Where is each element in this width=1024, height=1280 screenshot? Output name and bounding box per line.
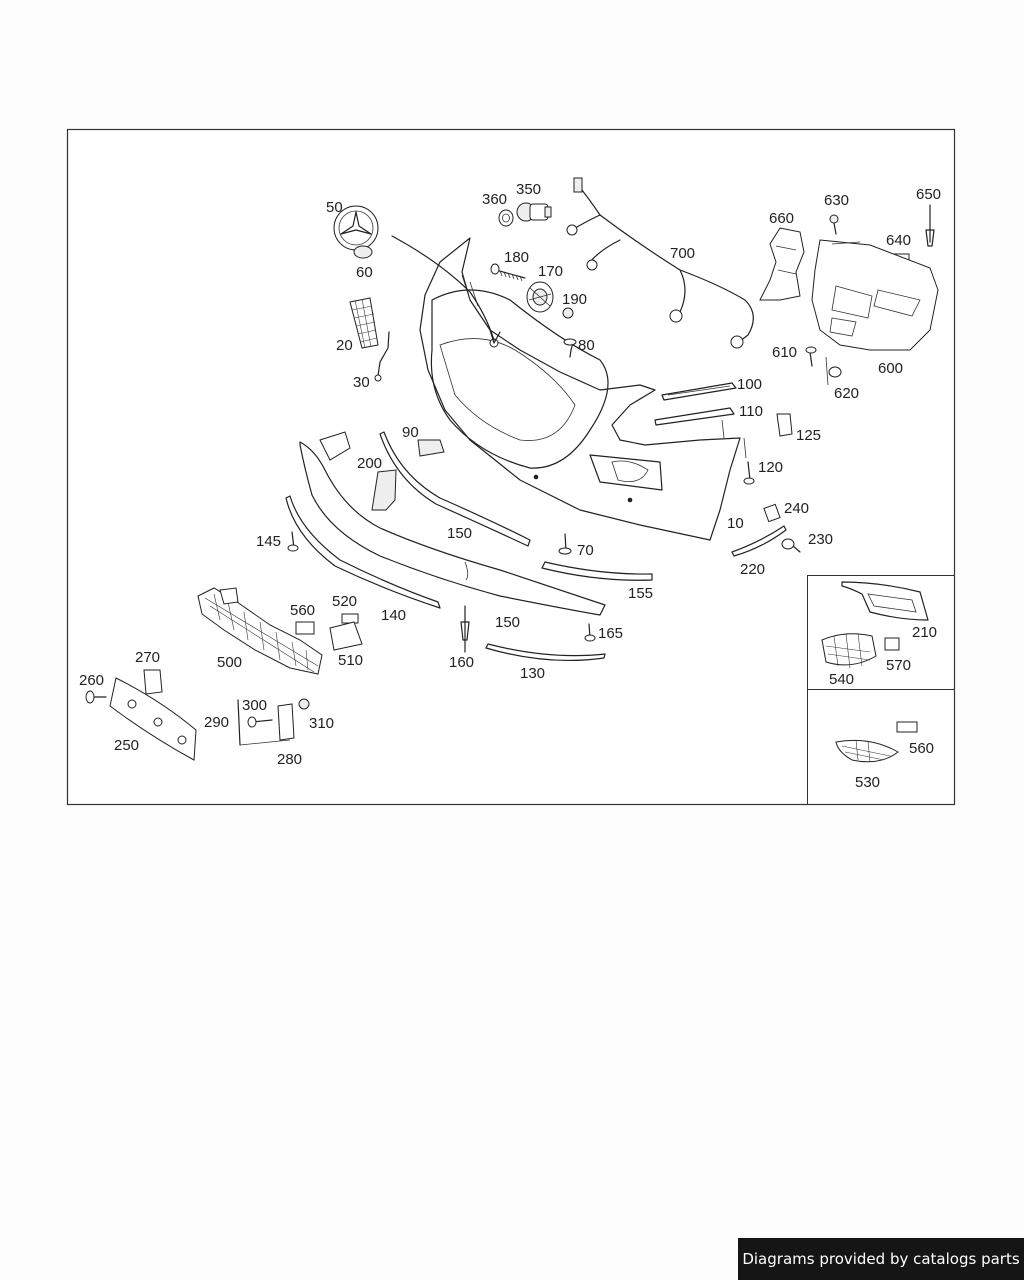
label-180: 180	[504, 249, 529, 266]
label-60: 60	[356, 264, 373, 281]
label-220: 220	[740, 561, 765, 578]
label-145: 145	[256, 533, 281, 550]
parking-sensor-part	[516, 202, 552, 222]
label-280: 280	[277, 751, 302, 768]
label-560-inset: 560	[909, 740, 934, 757]
label-530: 530	[855, 774, 880, 791]
attribution-banner: Diagrams provided by catalogs parts	[738, 1238, 1024, 1280]
label-260: 260	[79, 672, 104, 689]
label-150-upper: 150	[447, 525, 472, 542]
label-630: 630	[824, 192, 849, 209]
label-165: 165	[598, 625, 623, 642]
label-150-lower: 150	[495, 614, 520, 631]
label-80: 80	[578, 337, 595, 354]
label-160: 160	[449, 654, 474, 671]
diagram-frame	[66, 128, 956, 806]
part-labels: 50 60 20 30 360 350 180 170 190 80 700 6…	[79, 181, 941, 791]
inset-boxes	[807, 575, 955, 805]
label-310: 310	[309, 715, 334, 732]
inset-vent-part	[835, 739, 899, 763]
label-250: 250	[114, 737, 139, 754]
label-270: 270	[135, 649, 160, 666]
label-700: 700	[670, 245, 695, 262]
bumper-cover	[419, 237, 741, 541]
sensor-holder-part	[526, 281, 554, 313]
label-500: 500	[217, 654, 242, 671]
label-70: 70	[577, 542, 594, 559]
label-600: 600	[878, 360, 903, 377]
label-140: 140	[381, 607, 406, 624]
label-200: 200	[357, 455, 382, 472]
label-660: 660	[769, 210, 794, 227]
label-125: 125	[796, 427, 821, 444]
label-510: 510	[338, 652, 363, 669]
label-30: 30	[353, 374, 370, 391]
label-100: 100	[737, 376, 762, 393]
wire-harness	[566, 177, 754, 349]
label-520: 520	[332, 593, 357, 610]
label-10: 10	[727, 515, 744, 532]
label-230: 230	[808, 531, 833, 548]
grille-insert-part	[349, 297, 379, 349]
label-170: 170	[538, 263, 563, 280]
label-300: 300	[242, 697, 267, 714]
label-240: 240	[784, 500, 809, 517]
inset-grille-part	[821, 633, 877, 669]
label-130: 130	[520, 665, 545, 682]
label-360: 360	[482, 191, 507, 208]
side-bumper-part	[811, 239, 939, 351]
label-640: 640	[886, 232, 911, 249]
label-210: 210	[912, 624, 937, 641]
label-540: 540	[829, 671, 854, 688]
lower-bumper-part	[299, 431, 606, 616]
label-120: 120	[758, 459, 783, 476]
label-190: 190	[562, 291, 587, 308]
label-50: 50	[326, 199, 343, 216]
label-290: 290	[204, 714, 229, 731]
label-620: 620	[834, 385, 859, 402]
label-610: 610	[772, 344, 797, 361]
label-110: 110	[739, 403, 763, 420]
lower-grille-part	[197, 587, 323, 675]
label-350: 350	[516, 181, 541, 198]
label-650: 650	[916, 186, 941, 203]
label-90: 90	[402, 424, 419, 441]
plate-bracket-part	[109, 677, 197, 761]
label-560-main: 560	[290, 602, 315, 619]
label-155: 155	[628, 585, 653, 602]
label-20: 20	[336, 337, 353, 354]
side-bracket-part	[759, 227, 805, 301]
label-570: 570	[886, 657, 911, 674]
